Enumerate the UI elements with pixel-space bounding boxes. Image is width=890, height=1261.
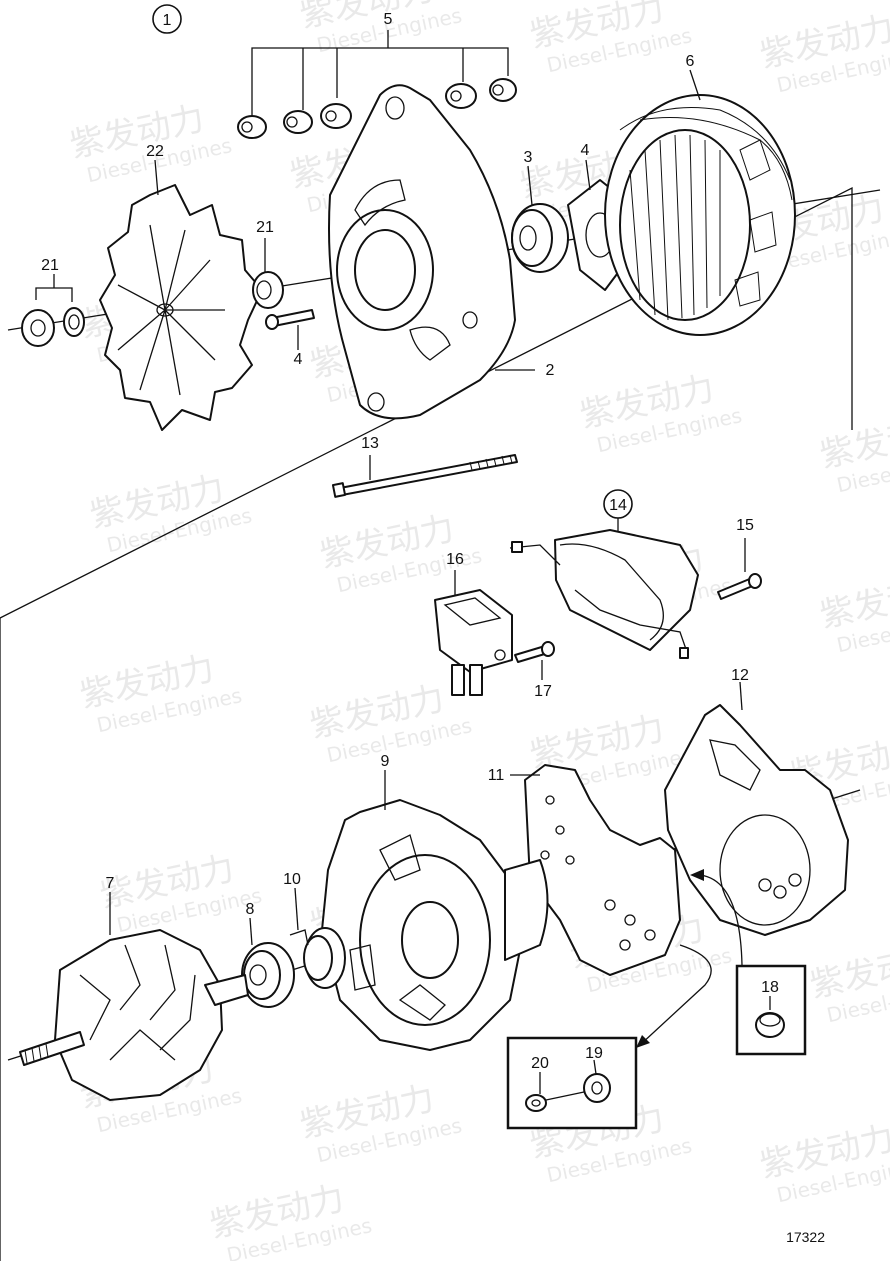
group-number: 1 bbox=[163, 12, 172, 29]
stator bbox=[604, 94, 796, 336]
item-19-20-box bbox=[506, 1036, 638, 1130]
callout-10: 10 bbox=[283, 871, 301, 888]
callout-15: 15 bbox=[736, 517, 754, 534]
callout-20: 20 bbox=[531, 1055, 549, 1072]
pulley-nut-and-washer bbox=[21, 274, 85, 347]
bushing-set bbox=[237, 30, 517, 139]
upper-leader-lines bbox=[154, 69, 701, 371]
callout-13: 13 bbox=[361, 435, 379, 452]
callout-21a: 21 bbox=[41, 257, 59, 274]
callout-12: 12 bbox=[731, 667, 749, 684]
slip-ring-end-housing bbox=[321, 770, 549, 1051]
rotor bbox=[19, 892, 249, 1101]
callout-3: 3 bbox=[524, 149, 533, 166]
shield-screw bbox=[265, 309, 315, 350]
callout-18: 18 bbox=[761, 979, 779, 996]
section-divider bbox=[0, 186, 853, 1261]
callout-4a: 4 bbox=[581, 142, 590, 159]
callout-8: 8 bbox=[246, 901, 255, 918]
callout-5: 5 bbox=[384, 11, 393, 28]
regulator-screw bbox=[514, 641, 555, 680]
callout-14: 14 bbox=[609, 497, 627, 514]
voltage-regulator bbox=[434, 570, 513, 696]
brush-holder-screw bbox=[717, 538, 762, 600]
callout-9: 9 bbox=[381, 753, 390, 770]
callout-19: 19 bbox=[585, 1045, 603, 1062]
front-ball-bearing bbox=[511, 203, 569, 273]
callout-17: 17 bbox=[534, 683, 552, 700]
callout-labels: 2 3 4 4 5 6 7 8 9 10 11 12 13 14 15 16 1… bbox=[41, 11, 779, 1072]
callout-21b: 21 bbox=[256, 219, 274, 236]
rear-bearing-sleeve bbox=[289, 887, 346, 989]
cooling-fan bbox=[99, 184, 263, 431]
brush-holder-assembly bbox=[509, 489, 699, 659]
callout-4b: 4 bbox=[294, 351, 303, 368]
fan-spacer bbox=[252, 238, 284, 309]
rectifier-diode-plate bbox=[510, 764, 681, 976]
reference-arrows bbox=[636, 869, 743, 1048]
group-number-badge: 1 bbox=[152, 4, 182, 34]
callout-6: 6 bbox=[686, 53, 695, 70]
callout-2: 2 bbox=[546, 362, 555, 379]
through-bolt bbox=[331, 454, 518, 498]
callout-11: 11 bbox=[488, 767, 505, 784]
callout-22: 22 bbox=[146, 143, 164, 160]
callout-7: 7 bbox=[106, 875, 115, 892]
item-18-box bbox=[735, 964, 807, 1056]
callout-16: 16 bbox=[446, 551, 464, 568]
drawing-number: 17322 bbox=[786, 1229, 825, 1245]
rear-ball-bearing bbox=[241, 917, 295, 1008]
slip-ring-end-cover bbox=[664, 681, 849, 936]
drive-end-shield bbox=[328, 84, 516, 420]
